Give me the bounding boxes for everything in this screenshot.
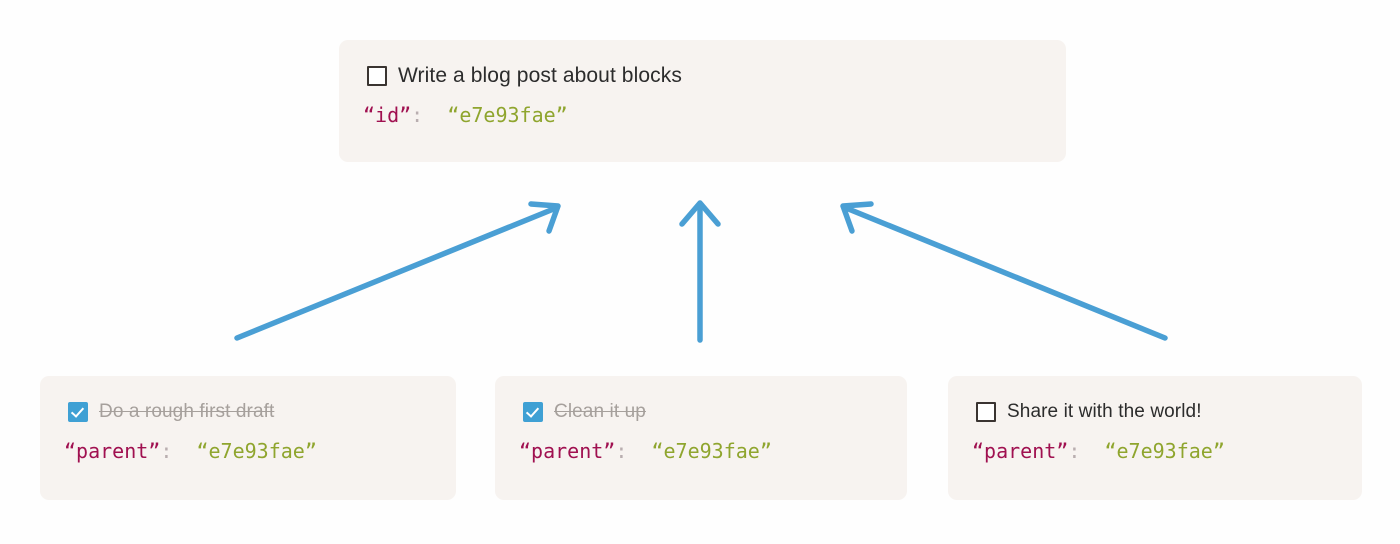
parent-json-colon: : — [411, 103, 424, 127]
child-2-json-row: “parent”: “e7e93fae” — [495, 438, 907, 464]
child-1-json-gap — [172, 438, 196, 464]
checkbox-empty-icon[interactable] — [976, 402, 996, 422]
parent-json-gap — [423, 102, 447, 128]
child-2-json-key: “parent” — [519, 439, 616, 463]
child-3-json-key: “parent” — [972, 439, 1069, 463]
arrow-left-child-to-parent — [234, 201, 561, 341]
child-3-json-row: “parent”: “e7e93fae” — [948, 438, 1362, 464]
parent-json-row: “id”: “e7e93fae” — [339, 102, 1066, 128]
child-2-json-gap — [627, 438, 651, 464]
parent-todo-row[interactable]: Write a blog post about blocks — [339, 64, 1066, 88]
child-2-json-value: “e7e93fae” — [651, 439, 772, 463]
arrow-middle-child-to-parent — [679, 200, 721, 343]
child-2-todo-label: Clean it up — [554, 401, 646, 422]
child-3-todo-label: Share it with the world! — [1007, 401, 1202, 422]
child-3-json-gap — [1080, 438, 1104, 464]
checkbox-checked-icon[interactable] — [68, 402, 88, 422]
child-1-todo-label: Do a rough first draft — [99, 401, 275, 422]
checkbox-empty-icon[interactable] — [367, 66, 387, 86]
child-block-card-1[interactable]: Do a rough first draft “parent”: “e7e93f… — [40, 376, 456, 500]
parent-json-value: “e7e93fae” — [447, 103, 568, 127]
checkbox-checked-icon[interactable] — [523, 402, 543, 422]
child-1-json-row: “parent”: “e7e93fae” — [40, 438, 456, 464]
child-2-todo-row[interactable]: Clean it up — [495, 400, 907, 424]
child-3-json-value: “e7e93fae” — [1104, 439, 1225, 463]
child-1-json-key: “parent” — [64, 439, 161, 463]
parent-todo-label: Write a blog post about blocks — [398, 64, 682, 87]
child-block-card-2[interactable]: Clean it up “parent”: “e7e93fae” — [495, 376, 907, 500]
child-3-json-colon: : — [1068, 439, 1081, 463]
child-block-card-3[interactable]: Share it with the world! “parent”: “e7e9… — [948, 376, 1362, 500]
child-2-json-colon: : — [615, 439, 628, 463]
parent-block-card[interactable]: Write a blog post about blocks “id”: “e7… — [339, 40, 1066, 162]
child-1-todo-row[interactable]: Do a rough first draft — [40, 400, 456, 424]
child-1-json-colon: : — [160, 439, 173, 463]
arrow-right-child-to-parent — [840, 201, 1168, 341]
child-3-todo-row[interactable]: Share it with the world! — [948, 400, 1362, 424]
child-1-json-value: “e7e93fae” — [196, 439, 317, 463]
parent-json-key: “id” — [363, 103, 412, 127]
